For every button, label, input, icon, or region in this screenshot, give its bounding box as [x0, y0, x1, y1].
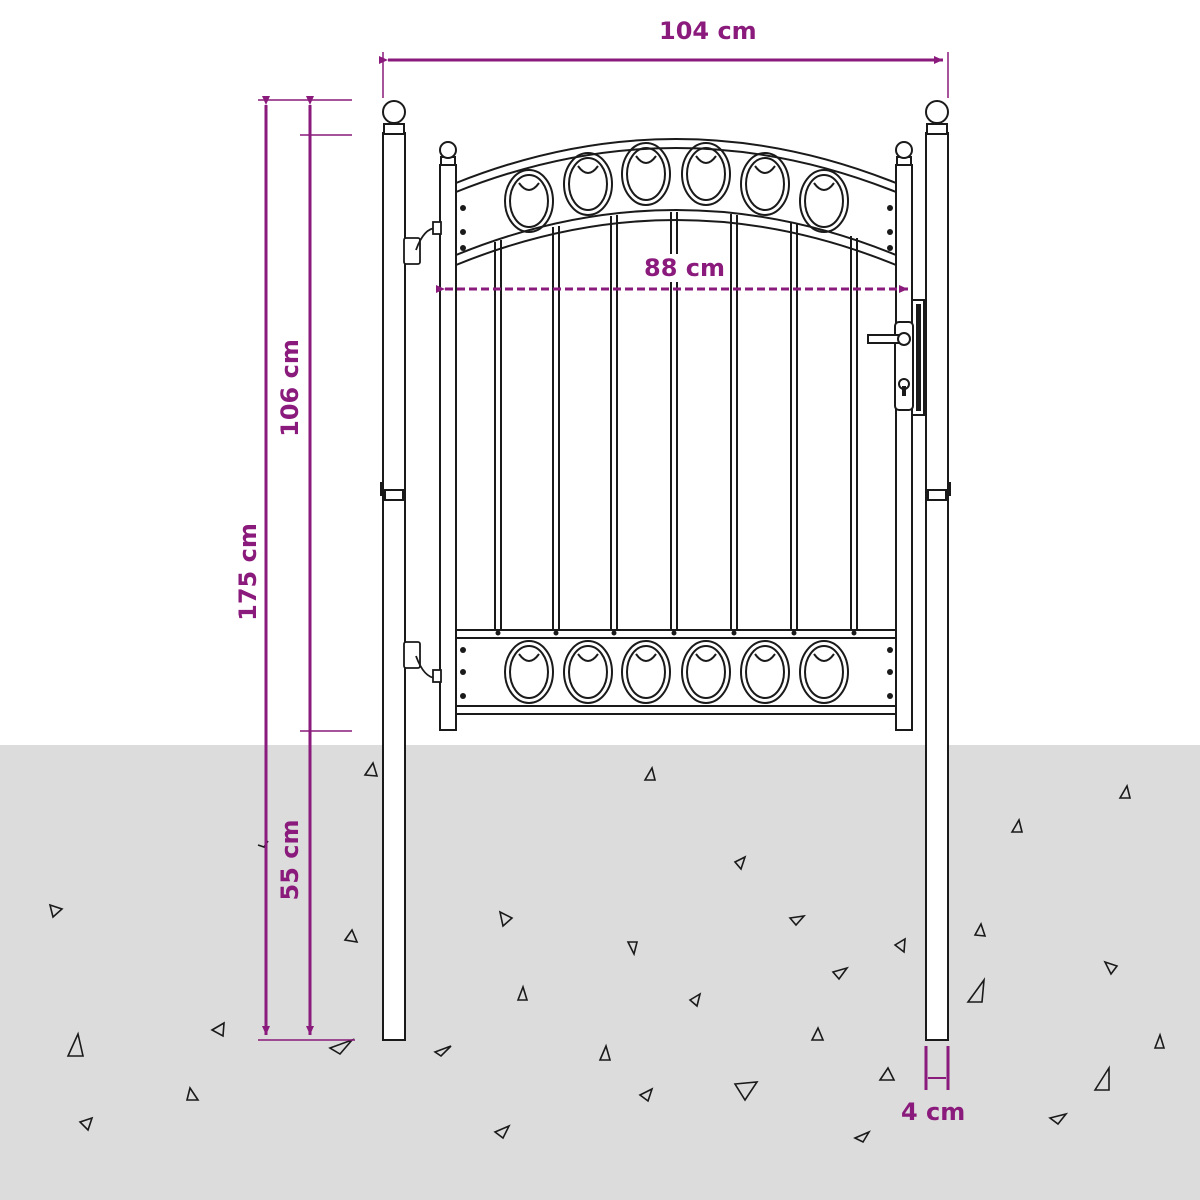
ground-depth-label: 55 cm [276, 815, 304, 905]
gate-bottom-panel [456, 629, 896, 715]
total-width-label: 104 cm [655, 17, 761, 45]
gate-left-stile [439, 164, 457, 731]
gate-height-label: 106 cm [276, 335, 304, 441]
pebbles [48, 761, 1166, 1144]
right-post-ball [925, 100, 949, 124]
gate-right-stile [895, 164, 913, 731]
right-post [925, 132, 949, 1041]
left-post-cap [383, 123, 405, 135]
left-post [382, 132, 406, 1041]
gate-lock [867, 299, 925, 416]
gate-width-label: 88 cm [640, 254, 729, 282]
total-height-label: 175 cm [234, 519, 262, 625]
hinges [403, 221, 442, 683]
gate-top-arch [455, 138, 897, 266]
posts [382, 100, 949, 1041]
right-post-cap [926, 123, 948, 135]
top-ring-ornaments [504, 142, 849, 233]
left-post-ball [382, 100, 406, 124]
ground-area [0, 745, 1200, 1200]
dimension-lines [258, 52, 950, 1090]
gate-frame [439, 141, 913, 731]
post-width-label: 4 cm [897, 1098, 970, 1126]
